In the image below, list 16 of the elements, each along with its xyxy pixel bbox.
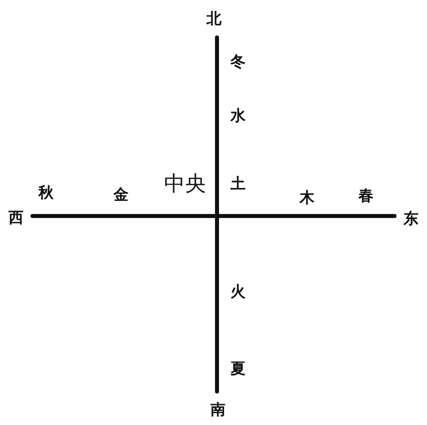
season-label: 秋 — [38, 186, 54, 200]
season-label: 冬 — [230, 54, 246, 70]
direction-label: 东 — [404, 212, 418, 226]
line — [30, 214, 396, 218]
element-label: 金 — [114, 188, 128, 202]
element-label: 火 — [230, 284, 246, 300]
direction-label: 北 — [206, 12, 222, 26]
direction-label: 西 — [8, 210, 24, 226]
line — [215, 36, 219, 394]
element-label: 木 — [300, 190, 314, 206]
direction-label: 南 — [210, 402, 226, 418]
season-label: 春 — [358, 188, 374, 204]
element-label: 土 — [230, 176, 246, 192]
element-label: 水 — [230, 108, 246, 124]
season-label: 夏 — [230, 362, 246, 376]
center-label: 中央 — [164, 174, 206, 194]
